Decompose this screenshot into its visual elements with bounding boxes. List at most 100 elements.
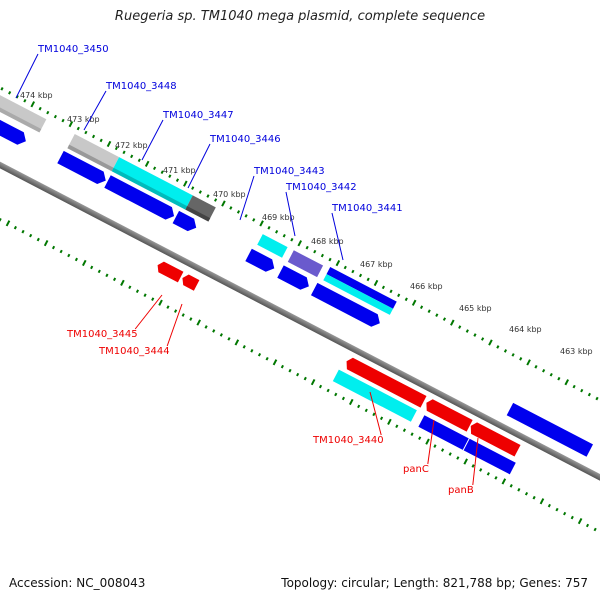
gene-label[interactable]: TM1040_3440 xyxy=(312,435,384,446)
tick xyxy=(479,468,483,472)
gene-red-panB[interactable] xyxy=(468,421,521,457)
tick xyxy=(547,503,551,508)
tick xyxy=(328,257,332,262)
gene-label[interactable]: TM1040_3446 xyxy=(209,134,281,145)
tick xyxy=(272,359,278,366)
tick xyxy=(198,190,202,194)
tick xyxy=(448,452,452,456)
tick xyxy=(158,299,163,306)
gene-blue-3448[interactable] xyxy=(57,150,109,187)
gene-label[interactable]: TM1040_3445 xyxy=(66,329,138,340)
tick xyxy=(427,309,431,313)
gene-blue-3447[interactable] xyxy=(104,175,177,222)
tick xyxy=(564,379,570,386)
gene-blue-3441[interactable] xyxy=(323,266,397,315)
tick xyxy=(343,265,347,270)
gene-blue-3442[interactable] xyxy=(277,265,312,292)
gene-cyan-3440[interactable] xyxy=(332,369,417,422)
gene-label[interactable]: TM1040_3447 xyxy=(162,110,234,121)
tick xyxy=(143,293,147,297)
label-leader xyxy=(134,294,163,330)
gene-label[interactable]: TM1040_3444 xyxy=(98,346,170,357)
tick xyxy=(481,337,485,341)
gene-grey-3448[interactable] xyxy=(67,134,120,172)
tick xyxy=(5,220,11,227)
tick xyxy=(511,353,515,357)
gene-label[interactable]: panB xyxy=(448,485,474,496)
gene-red-3445[interactable] xyxy=(155,260,184,283)
gene-red-3444[interactable] xyxy=(180,273,200,291)
tick xyxy=(555,507,559,512)
gene-label[interactable]: TM1040_3442 xyxy=(285,182,357,193)
gene-red-panC[interactable] xyxy=(423,397,473,432)
tick xyxy=(267,226,271,230)
tick xyxy=(358,273,363,278)
tick xyxy=(389,289,393,294)
tick xyxy=(351,269,355,274)
label-leader xyxy=(187,143,211,189)
tick xyxy=(105,273,109,278)
gene-blue-3446[interactable] xyxy=(172,210,200,234)
tick xyxy=(67,253,71,258)
tick xyxy=(189,317,193,321)
tick xyxy=(303,376,307,381)
tick xyxy=(549,372,553,377)
tick xyxy=(418,436,422,440)
tick xyxy=(440,448,445,452)
gene-blue-panC[interactable] xyxy=(418,415,469,450)
tick xyxy=(214,198,218,202)
gene-label[interactable]: panC xyxy=(403,464,429,475)
tick xyxy=(519,357,523,361)
tick xyxy=(288,368,292,373)
gene-labels: TM1040_3450TM1040_3448TM1040_3447TM1040_… xyxy=(15,44,479,496)
gene-blue-3441b[interactable] xyxy=(310,282,383,330)
tick xyxy=(160,170,164,175)
gene-label[interactable]: TM1040_3441 xyxy=(331,203,403,214)
tick xyxy=(334,392,338,397)
gene-label[interactable]: TM1040_3448 xyxy=(105,81,177,92)
tick xyxy=(526,359,531,366)
gene-label[interactable]: TM1040_3450 xyxy=(37,44,109,55)
gene-grey-474[interactable] xyxy=(0,91,47,133)
tick xyxy=(250,349,254,353)
tick xyxy=(265,356,269,361)
tick xyxy=(183,180,188,187)
tick xyxy=(152,166,157,171)
tick xyxy=(227,337,231,341)
tick xyxy=(290,237,294,242)
tick xyxy=(280,364,284,369)
gene-purple-3442[interactable] xyxy=(287,250,324,278)
label-leader xyxy=(331,212,344,261)
gene-darkgrey-3446[interactable] xyxy=(185,195,216,222)
gene-blue-3443[interactable] xyxy=(245,248,277,275)
tick xyxy=(503,349,508,353)
gene-label[interactable]: TM1040_3443 xyxy=(253,166,325,177)
tick xyxy=(366,277,370,282)
tick xyxy=(259,220,264,227)
sequence-stats: Topology: circular; Length: 821,788 bp; … xyxy=(281,576,588,590)
gene-blue-463[interactable] xyxy=(506,402,593,457)
gene-cyan-3447[interactable] xyxy=(111,157,193,210)
tick xyxy=(517,487,521,492)
tick xyxy=(326,388,330,393)
gene-blue-474[interactable] xyxy=(0,111,29,147)
tick xyxy=(29,233,33,238)
label-leader xyxy=(472,437,479,486)
scale-label: 466 kbp xyxy=(410,282,443,291)
tick xyxy=(257,352,262,357)
tick xyxy=(82,259,87,267)
tick xyxy=(397,293,401,298)
gene-cyan-3443[interactable] xyxy=(257,234,288,258)
tick xyxy=(580,388,584,393)
tick xyxy=(463,458,468,465)
scale-label: 464 kbp xyxy=(509,325,542,334)
tick xyxy=(76,126,80,131)
tick xyxy=(419,305,424,310)
tick xyxy=(572,384,576,389)
tick xyxy=(168,174,172,178)
tick xyxy=(348,398,354,406)
gene-red-3440[interactable] xyxy=(343,356,427,408)
tick xyxy=(341,396,345,401)
tick xyxy=(296,372,300,377)
